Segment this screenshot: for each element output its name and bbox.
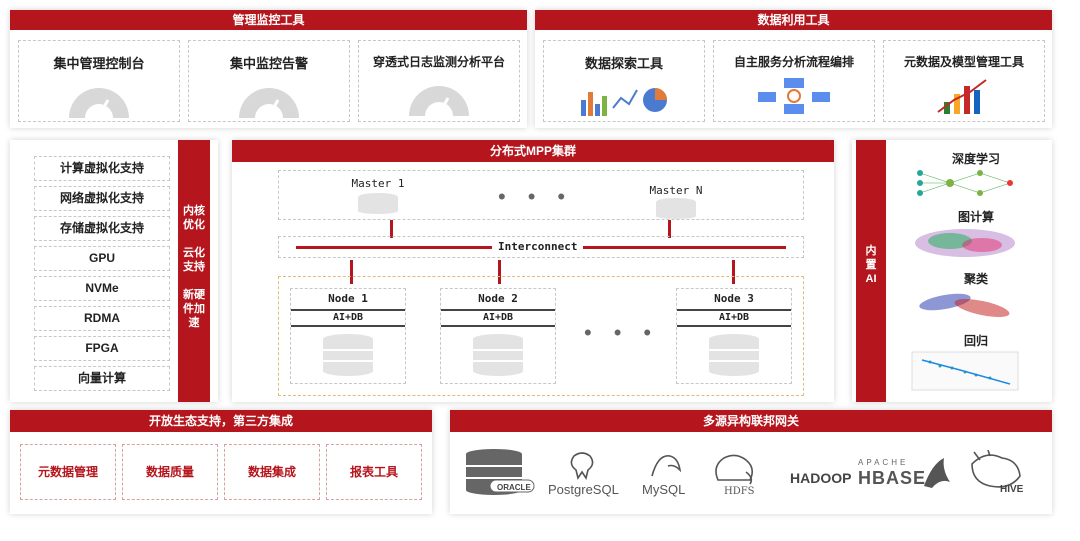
- mysql-logo-icon: [651, 455, 682, 477]
- interconnect-group: [278, 236, 804, 258]
- hbase-logo-label: HBASE: [858, 468, 927, 488]
- eco-item-metadata[interactable]: 元数据管理: [20, 444, 116, 500]
- eco-item-quality[interactable]: 数据质量: [122, 444, 218, 500]
- hive-logo-label: HIVE: [1000, 484, 1024, 495]
- gateway-title: 多源异构联邦网关: [450, 410, 1052, 432]
- mysql-logo-label: MySQL: [642, 482, 686, 497]
- eco-item-reports[interactable]: 报表工具: [326, 444, 422, 500]
- database-icon: [656, 198, 696, 219]
- hadoop-logo-label: HADOOP: [790, 470, 852, 486]
- eco-item-integration[interactable]: 数据集成: [224, 444, 320, 500]
- ecosystem-panel: 开放生态支持，第三方集成: [10, 410, 432, 514]
- stack-item-nvme[interactable]: NVMe: [34, 276, 170, 301]
- hive-bee-icon: [971, 450, 1021, 488]
- data-tools-panel: 数据利用工具 数据探索工具 自主服务分析流程编排 元数据及模型管理工具: [535, 10, 1052, 128]
- kernel-side-label: 内核 优化 云化 支持 新硬 件加 速: [178, 140, 210, 402]
- workflow-icon: [758, 78, 830, 114]
- database-icon: [473, 334, 523, 376]
- node-3-sub: AI+DB: [677, 309, 791, 327]
- mgmt-item-label: 集中管理控制台: [53, 56, 145, 71]
- gauge-icon: [239, 88, 299, 132]
- connector-master-n: [668, 220, 671, 238]
- growth-chart-icon: [937, 79, 987, 114]
- node-2-sub: AI+DB: [441, 309, 555, 327]
- stack-item-network-virt[interactable]: 网络虚拟化支持: [34, 186, 170, 211]
- connector-node-3: [732, 260, 735, 284]
- ai-side-label: 内 置 AI: [856, 140, 886, 402]
- mgmt-panel: 管理监控工具 集中管理控制台 集中监控告警 穿透式日志监测分析平台: [10, 10, 527, 132]
- stack-item-rdma[interactable]: RDMA: [34, 306, 170, 331]
- neural-network-icon: [917, 170, 1013, 196]
- data-tools-item-label: 数据探索工具: [584, 56, 663, 71]
- data-tools-item-metadata[interactable]: 元数据及模型管理工具: [883, 40, 1045, 122]
- interconnect-label: Interconnect: [492, 240, 584, 253]
- oracle-logo-icon: [466, 449, 535, 495]
- cluster-icon: [919, 293, 1010, 317]
- postgresql-logo-label: PostgreSQL: [548, 482, 619, 497]
- postgresql-logo-icon: [570, 452, 594, 480]
- data-tools-item-flow[interactable]: 自主服务分析流程编排: [713, 40, 875, 122]
- stack-item-vector[interactable]: 向量计算: [34, 366, 170, 391]
- ai-item-graph: 图计算: [957, 210, 994, 224]
- stack-item-storage-virt[interactable]: 存储虚拟化支持: [34, 216, 170, 241]
- hdfs-logo-label: HDFS: [724, 486, 755, 497]
- node-3-label: Node 3: [714, 292, 754, 305]
- connector-node-2: [498, 260, 501, 284]
- graph-cloud-icon: [915, 229, 1015, 257]
- connector-master-1: [390, 220, 393, 238]
- master-n-label: Master N: [649, 184, 703, 197]
- gateway-panel: 多源异构联邦网关: [450, 410, 1052, 514]
- master-1-label: Master 1: [351, 177, 405, 190]
- node-2-label: Node 2: [478, 292, 518, 305]
- mpp-title: 分布式MPP集群: [232, 140, 834, 162]
- master-n[interactable]: Master N: [636, 184, 716, 220]
- database-icon: [323, 334, 373, 376]
- data-tools-item-label: 元数据及模型管理工具: [903, 55, 1024, 69]
- virtualization-panel: 计算虚拟化支持 网络虚拟化支持 存储虚拟化支持 GPU NVMe RDMA FP…: [10, 140, 218, 402]
- mgmt-item-log-platform[interactable]: 穿透式日志监测分析平台: [358, 40, 520, 130]
- database-icon: [358, 193, 398, 214]
- ecosystem-title: 开放生态支持，第三方集成: [10, 410, 432, 432]
- nodes-ellipsis: •••: [584, 320, 674, 345]
- mgmt-item-alert[interactable]: 集中监控告警: [188, 40, 350, 132]
- data-tools-item-explore[interactable]: 数据探索工具: [543, 40, 705, 122]
- data-tools-title: 数据利用工具: [535, 10, 1052, 30]
- nodes-group: [278, 276, 804, 396]
- stack-item-compute-virt[interactable]: 计算虚拟化支持: [34, 156, 170, 181]
- mgmt-title: 管理监控工具: [10, 10, 527, 30]
- regression-icon: [911, 351, 1019, 391]
- node-3[interactable]: Node 3 AI+DB: [676, 288, 792, 384]
- chart-collage-icon: [581, 88, 667, 116]
- masters-ellipsis: •••: [498, 184, 588, 209]
- masters-group: [278, 170, 804, 220]
- ai-item-clustering: 聚类: [963, 272, 988, 286]
- hdfs-elephant-icon: [715, 454, 754, 485]
- node-2[interactable]: Node 2 AI+DB: [440, 288, 556, 384]
- mgmt-item-label: 穿透式日志监测分析平台: [372, 55, 505, 69]
- gauge-icon: [69, 88, 129, 132]
- mpp-panel: 分布式MPP集群 Master 1 ••• Master N Interconn…: [232, 140, 834, 402]
- gauge-icon: [409, 86, 469, 130]
- orca-icon: [924, 458, 950, 488]
- node-1-sub: AI+DB: [291, 309, 405, 327]
- apache-logo-label: APACHE: [858, 458, 909, 467]
- master-1[interactable]: Master 1: [342, 177, 414, 217]
- ai-item-deep-learning: 深度学习: [951, 152, 1000, 166]
- node-1[interactable]: Node 1 AI+DB: [290, 288, 406, 384]
- ai-item-regression: 回归: [963, 334, 988, 348]
- stack-item-gpu[interactable]: GPU: [34, 246, 170, 271]
- node-1-label: Node 1: [328, 292, 368, 305]
- oracle-logo-label: ORACLE: [497, 483, 531, 492]
- ai-panel: 内 置 AI 深度学习 图计算 聚类 回归: [852, 140, 1052, 402]
- database-icon: [709, 334, 759, 376]
- data-tools-item-label: 自主服务分析流程编排: [733, 55, 854, 69]
- mgmt-item-console[interactable]: 集中管理控制台: [18, 40, 180, 132]
- stack-item-fpga[interactable]: FPGA: [34, 336, 170, 361]
- mgmt-item-label: 集中监控告警: [229, 56, 308, 71]
- connector-node-1: [350, 260, 353, 284]
